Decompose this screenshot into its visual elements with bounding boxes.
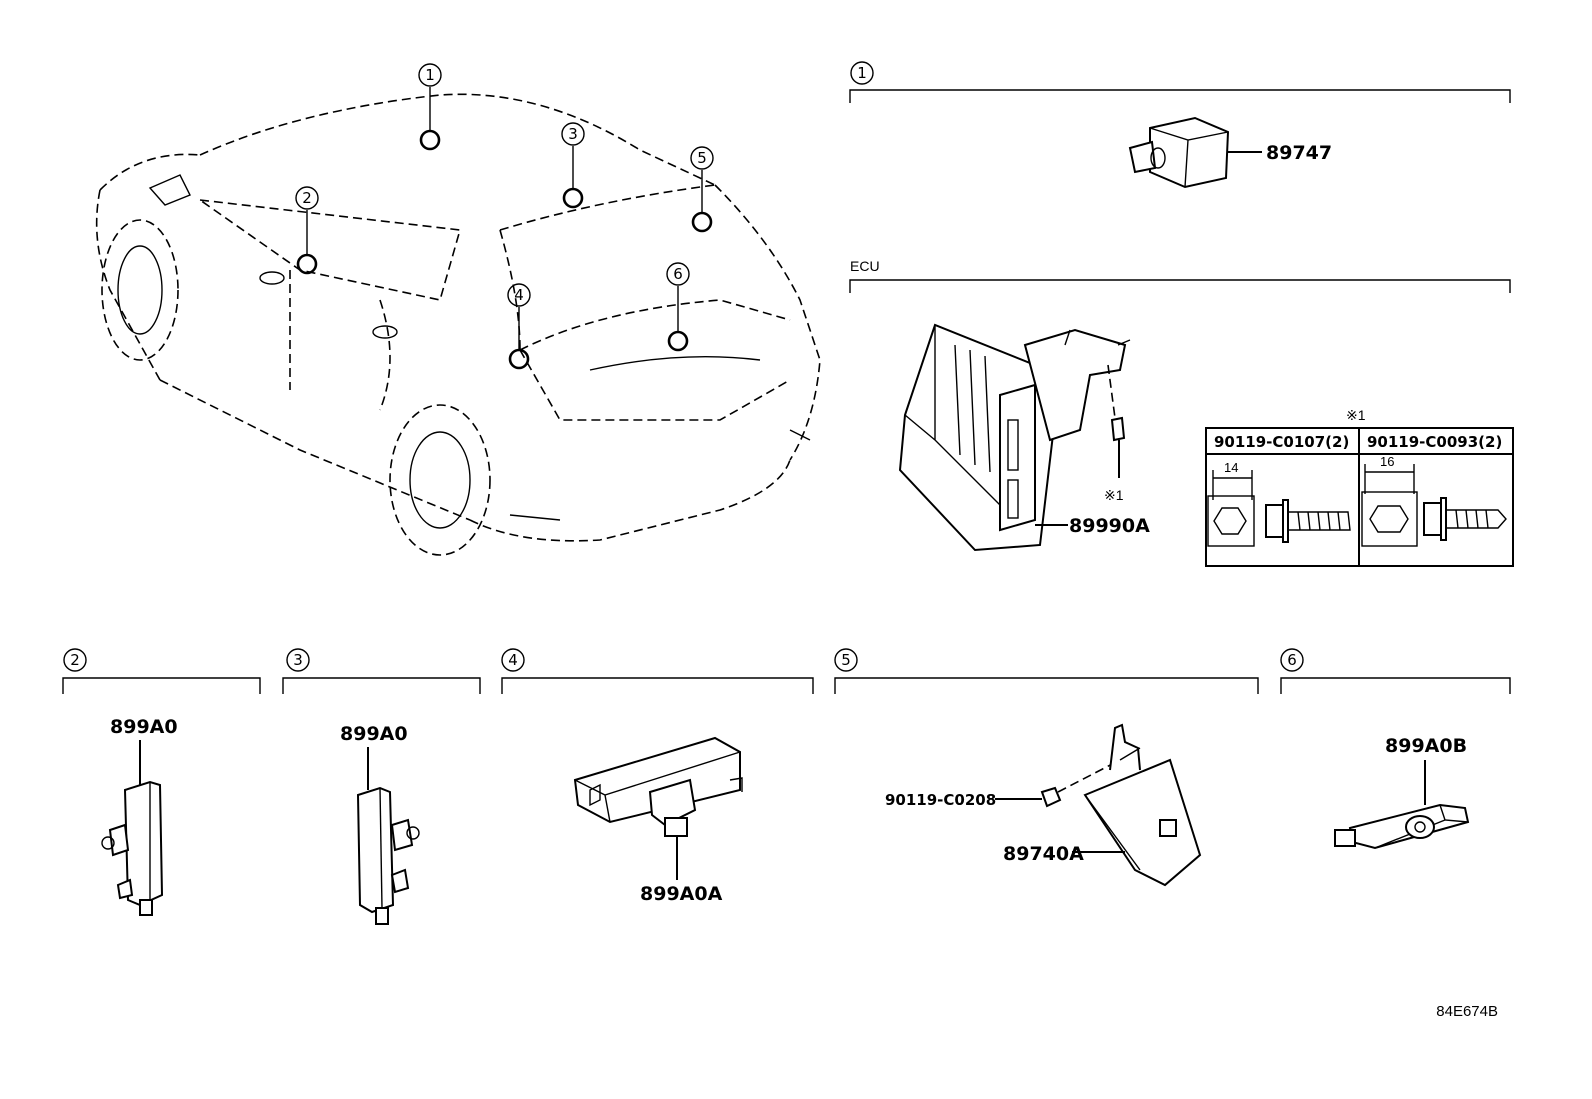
diagram-reference-code: 84E674B (1436, 1003, 1498, 1020)
bolt-table-title: ※1 (1346, 407, 1366, 423)
part-number-89747: 89747 (1266, 142, 1332, 164)
section-3: 3 899A0 (282, 648, 481, 925)
location-marker-3 (562, 187, 584, 209)
svg-text:1: 1 (857, 64, 867, 82)
vehicle-illustration: 1 2 3 4 5 6 (95, 63, 821, 556)
svg-text:ECU: ECU (850, 258, 880, 274)
location-marker-5 (691, 211, 713, 233)
part-number-899A0-a: 899A0 (110, 716, 178, 738)
part-89740A-module (1083, 723, 1202, 887)
svg-text:14: 14 (1224, 460, 1238, 475)
section-2: 2 899A0 (62, 648, 261, 916)
car-callout-3: 3 (561, 122, 585, 146)
svg-text:3: 3 (293, 651, 303, 669)
section-5: 5 90119-C0208 89740A (834, 648, 1259, 887)
car-callout-5: 5 (690, 146, 714, 170)
part-number-90119-C0208: 90119-C0208 (885, 791, 996, 809)
svg-text:1: 1 (425, 66, 435, 84)
bolt-part-number-2: 90119-C0093(2) (1367, 433, 1502, 451)
part-899A0-sensor-b (356, 786, 420, 925)
bolt-drawing-1: 14 (1207, 460, 1351, 547)
svg-text:2: 2 (302, 189, 312, 207)
part-899A0A-sensor (573, 736, 743, 837)
svg-text:4: 4 (508, 651, 518, 669)
part-899A0-sensor-a (101, 780, 164, 916)
svg-text:6: 6 (673, 265, 683, 283)
part-number-899A0-b: 899A0 (340, 723, 408, 745)
svg-text:5: 5 (841, 651, 851, 669)
car-callout-2: 2 (295, 186, 319, 210)
car-callout-6: 6 (666, 262, 690, 286)
section-ecu: ECU ※1 89990A ※1 90119-C0107(2) 90119-C0… (849, 258, 1514, 567)
part-number-899A0A: 899A0A (640, 883, 723, 905)
svg-text:5: 5 (697, 149, 707, 167)
section-6: 6 899A0B (1280, 648, 1511, 850)
bolt-part-number-1: 90119-C0107(2) (1214, 433, 1349, 451)
bolt-table: ※1 90119-C0107(2) 90119-C0093(2) 14 (1205, 407, 1514, 567)
svg-text:2: 2 (70, 651, 80, 669)
part-number-899A0B: 899A0B (1385, 735, 1467, 757)
part-number-89740A: 89740A (1003, 843, 1084, 865)
svg-text:6: 6 (1287, 651, 1297, 669)
part-89990A-ecu (898, 323, 1131, 552)
bolt-note: ※1 (1104, 487, 1124, 503)
bolt-drawing-2: 16 (1361, 454, 1507, 547)
part-number-89990A: 89990A (1069, 515, 1150, 537)
location-marker-4 (508, 348, 530, 370)
part-899A0B-sensor (1334, 803, 1470, 850)
location-marker-1 (419, 129, 441, 151)
location-marker-2 (296, 253, 318, 275)
section-1: 1 89747 (849, 61, 1511, 189)
section-4: 4 899A0A (501, 648, 814, 905)
svg-text:4: 4 (514, 286, 524, 304)
svg-text:16: 16 (1380, 454, 1394, 469)
part-89747-relay (1128, 116, 1262, 189)
car-callout-1: 1 (418, 63, 442, 87)
location-marker-6 (667, 330, 689, 352)
svg-text:3: 3 (568, 125, 578, 143)
car-callout-4: 4 (507, 283, 531, 307)
